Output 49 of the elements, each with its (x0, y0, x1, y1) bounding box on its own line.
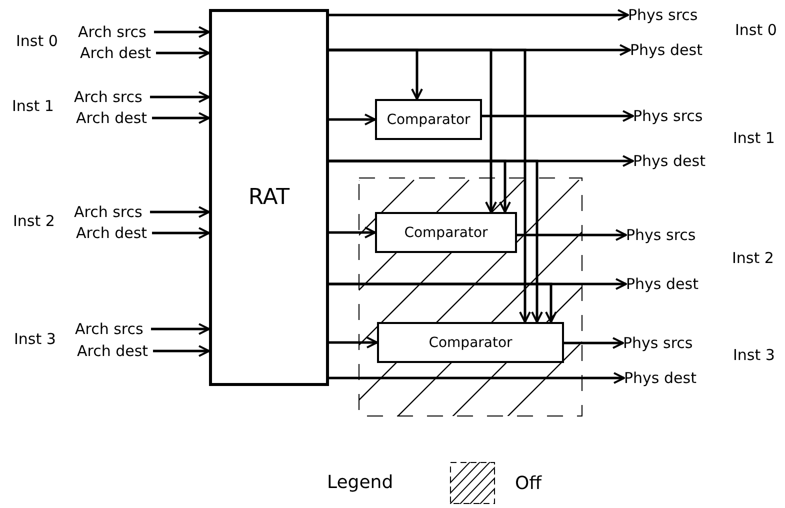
arrow (151, 323, 210, 335)
signal-label: Phys srcs (633, 107, 713, 125)
arrow (150, 91, 210, 103)
instruction-label: Inst 0 (735, 21, 777, 39)
signal-label: Arch srcs (74, 203, 150, 221)
rat-box: RAT (209, 9, 329, 386)
comparator-box: Comparator (375, 212, 517, 253)
comparator-box: Comparator (377, 322, 564, 363)
arrow (156, 47, 210, 59)
arrow (150, 206, 210, 218)
signal-label: Arch dest (77, 342, 153, 360)
arrow (154, 26, 210, 38)
signal-label: Phys srcs (628, 6, 708, 24)
signal-label: Phys dest (630, 41, 710, 59)
arrow (152, 227, 210, 239)
signal-label: Phys srcs (626, 226, 706, 244)
signal-label: Arch dest (76, 109, 152, 127)
signal-label: Arch srcs (75, 320, 151, 338)
instruction-label: Inst 3 (733, 346, 775, 364)
instruction-label: Inst 2 (732, 249, 774, 267)
arrow (329, 9, 629, 21)
arrow (329, 160, 543, 323)
legend-title: Legend (327, 472, 394, 493)
legend-label: Off (515, 472, 542, 494)
signal-label: Arch dest (76, 224, 152, 242)
arrow (482, 110, 634, 122)
arrow (564, 337, 624, 349)
signal-label: Phys srcs (623, 334, 703, 352)
instruction-label: Inst 2 (13, 212, 55, 230)
signal-label: Phys dest (633, 152, 713, 170)
arrow (329, 226, 376, 238)
comparator-box: Comparator (375, 99, 482, 140)
instruction-label: Inst 3 (14, 330, 56, 348)
arrow (329, 372, 625, 384)
instruction-label: Inst 1 (733, 129, 775, 147)
arrow (152, 112, 210, 124)
arrow (329, 48, 531, 323)
signal-label: Arch srcs (74, 88, 150, 106)
arrow (153, 345, 210, 357)
instruction-label: Inst 1 (12, 97, 54, 115)
arrow (517, 229, 627, 241)
arrow (329, 282, 557, 323)
arrow (329, 114, 376, 126)
arrow (329, 336, 378, 348)
signal-label: Phys dest (624, 369, 704, 387)
signal-label: Phys dest (626, 275, 706, 293)
instruction-label: Inst 0 (16, 32, 58, 50)
signal-label: Arch srcs (78, 23, 154, 41)
signal-label: Arch dest (80, 44, 156, 62)
